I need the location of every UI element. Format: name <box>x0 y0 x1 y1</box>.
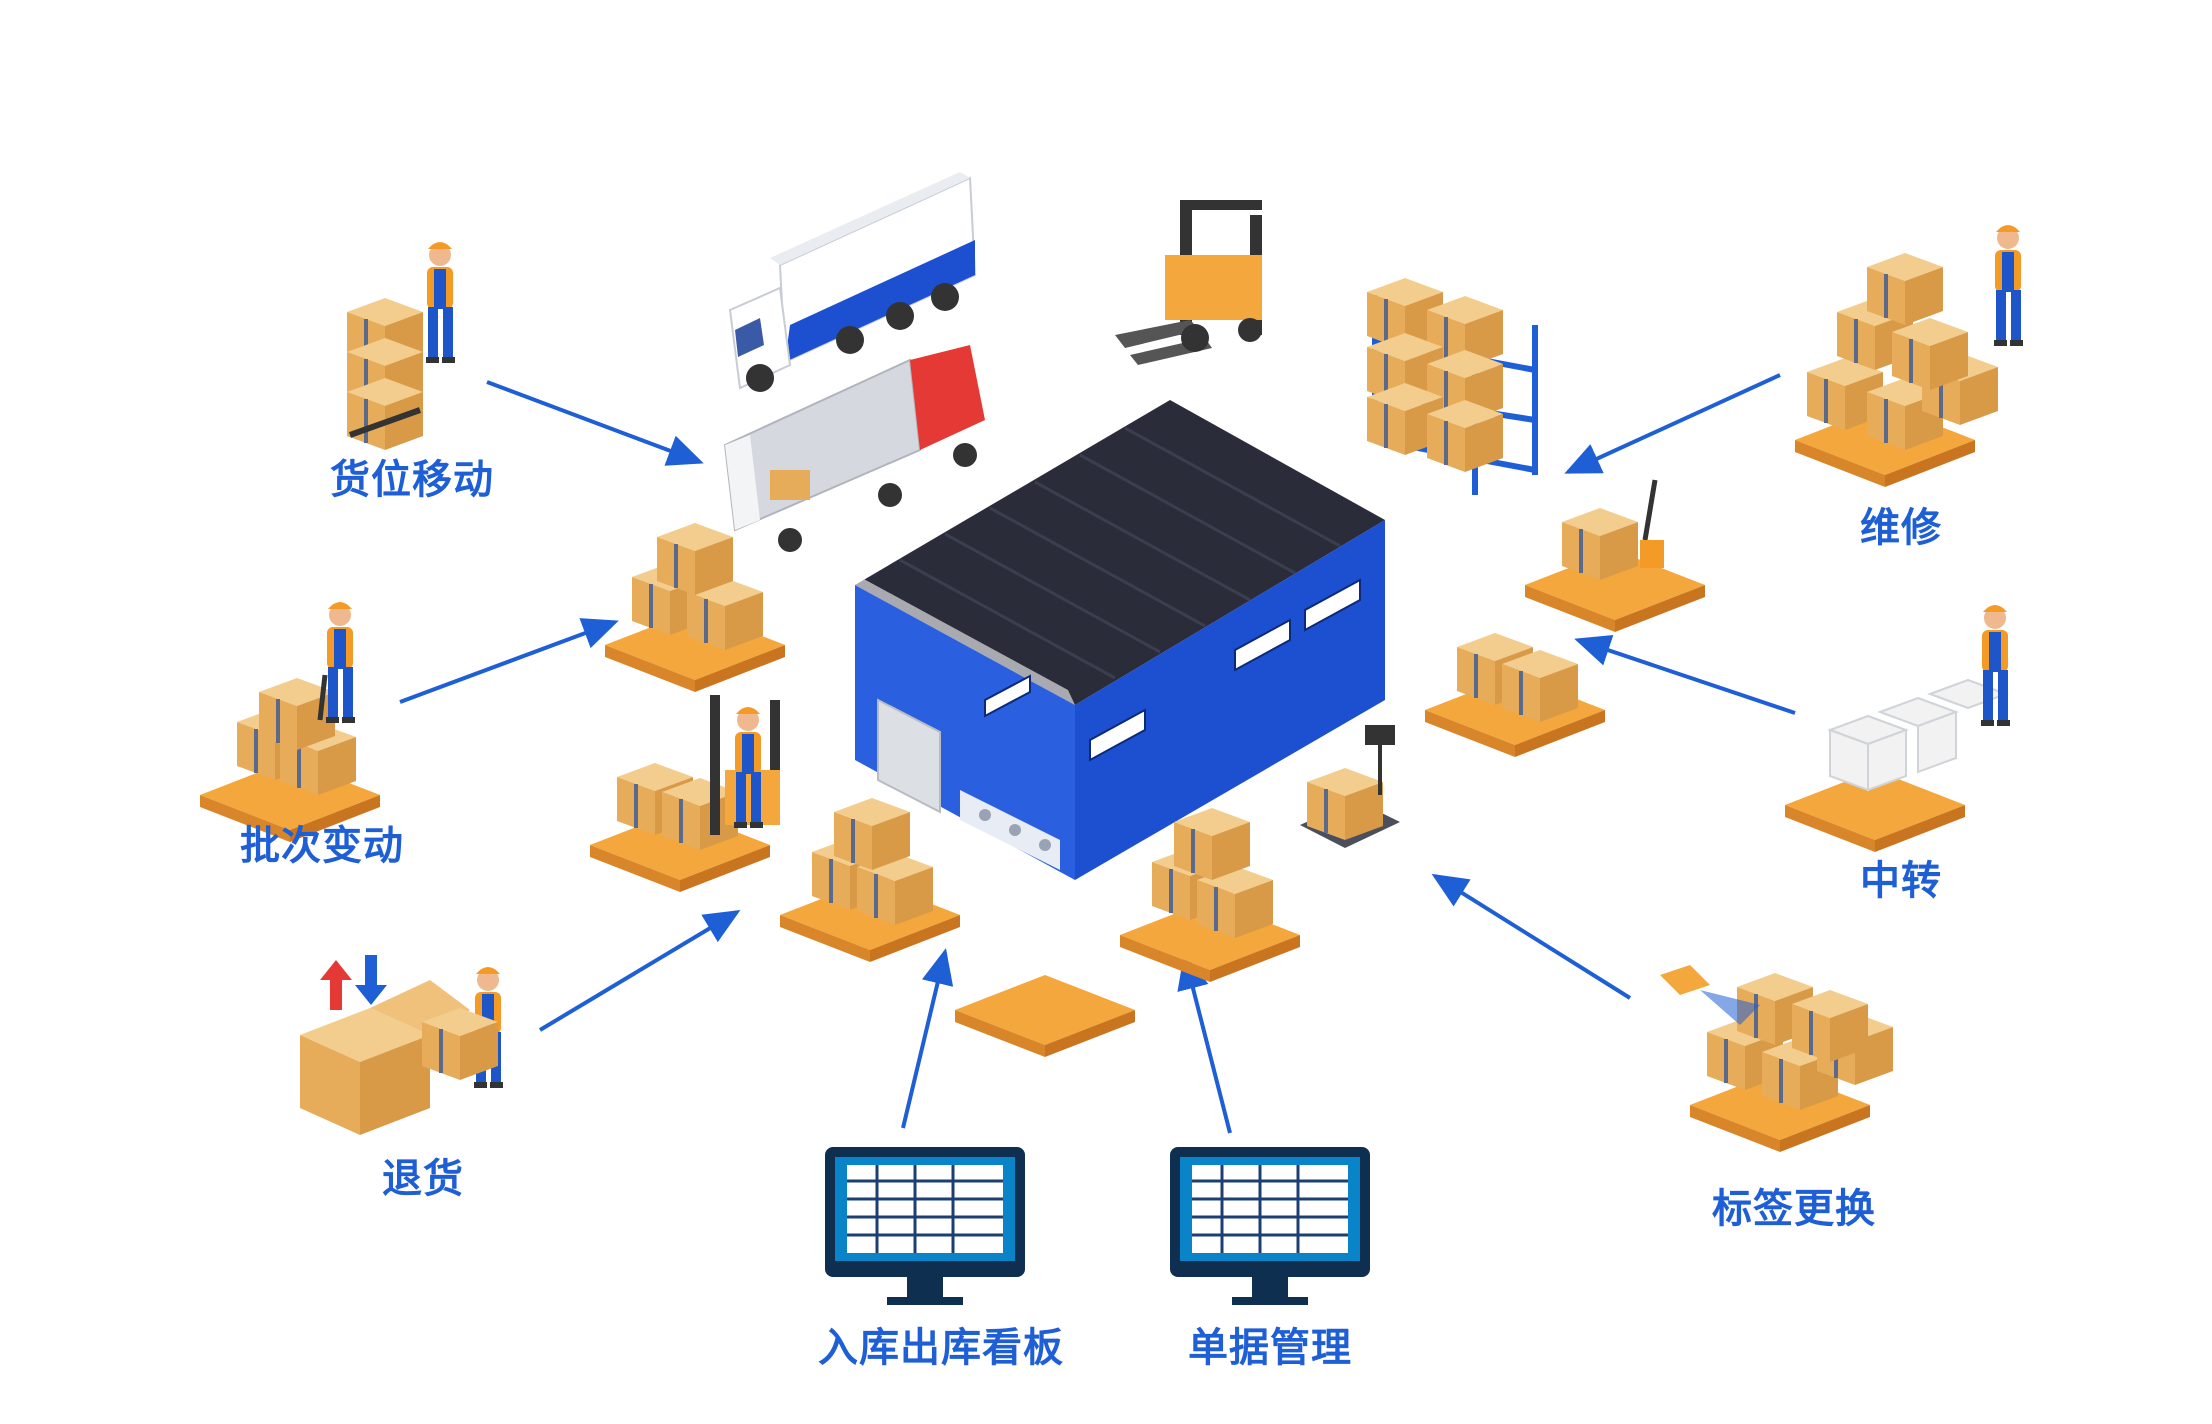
pallet-boxes-right <box>1425 631 1605 757</box>
arrow-batch-change <box>399 618 619 704</box>
pallet-boxes-left-top <box>605 521 785 692</box>
arrow-middle <box>1574 635 1796 715</box>
warehouse-icon <box>855 400 1385 880</box>
forklift-with-boxes <box>590 695 780 892</box>
pallet-boxes-bottom-left <box>780 796 960 962</box>
worker-boxes-middle <box>1785 605 2010 852</box>
monitor-icon-documents <box>1168 1145 1372 1307</box>
label-maintenance: 维修 <box>1860 505 1942 551</box>
arrow-label <box>1431 873 1632 1000</box>
flow-arrows <box>399 373 1796 1134</box>
scale-icon <box>1300 725 1400 848</box>
storage-rack-icon <box>1365 276 1538 495</box>
empty-pallet <box>955 975 1135 1057</box>
scanner-icon <box>1660 965 1895 1152</box>
arrow-maintenance <box>1564 373 1781 474</box>
arrow-documents <box>1177 953 1232 1134</box>
returns-box-icon <box>300 955 503 1135</box>
label-inbound-outbound-board: 入库出库看板 <box>818 1325 1064 1371</box>
arrow-board <box>901 948 954 1129</box>
label-returns: 退货 <box>382 1156 464 1202</box>
label-label-replace: 标签更换 <box>1712 1186 1876 1232</box>
container-truck-icon <box>723 345 985 552</box>
label-middle: 中转 <box>1860 858 1942 904</box>
truck-icon <box>728 172 977 392</box>
label-document-management: 单据管理 <box>1188 1325 1352 1371</box>
arrow-location-move <box>486 380 704 466</box>
monitor-icon <box>823 1145 1027 1307</box>
worker-with-boxes-icon <box>345 242 455 452</box>
label-location-move: 货位移动 <box>330 457 494 503</box>
pallet-jack-icon <box>1525 479 1705 632</box>
arrow-returns <box>538 909 741 1032</box>
worker-pallet-jack-icon <box>200 602 380 842</box>
forklift-icon <box>1115 200 1262 365</box>
label-batch-change: 批次变动 <box>240 823 404 869</box>
worker-boxes-maintenance <box>1795 225 2023 487</box>
